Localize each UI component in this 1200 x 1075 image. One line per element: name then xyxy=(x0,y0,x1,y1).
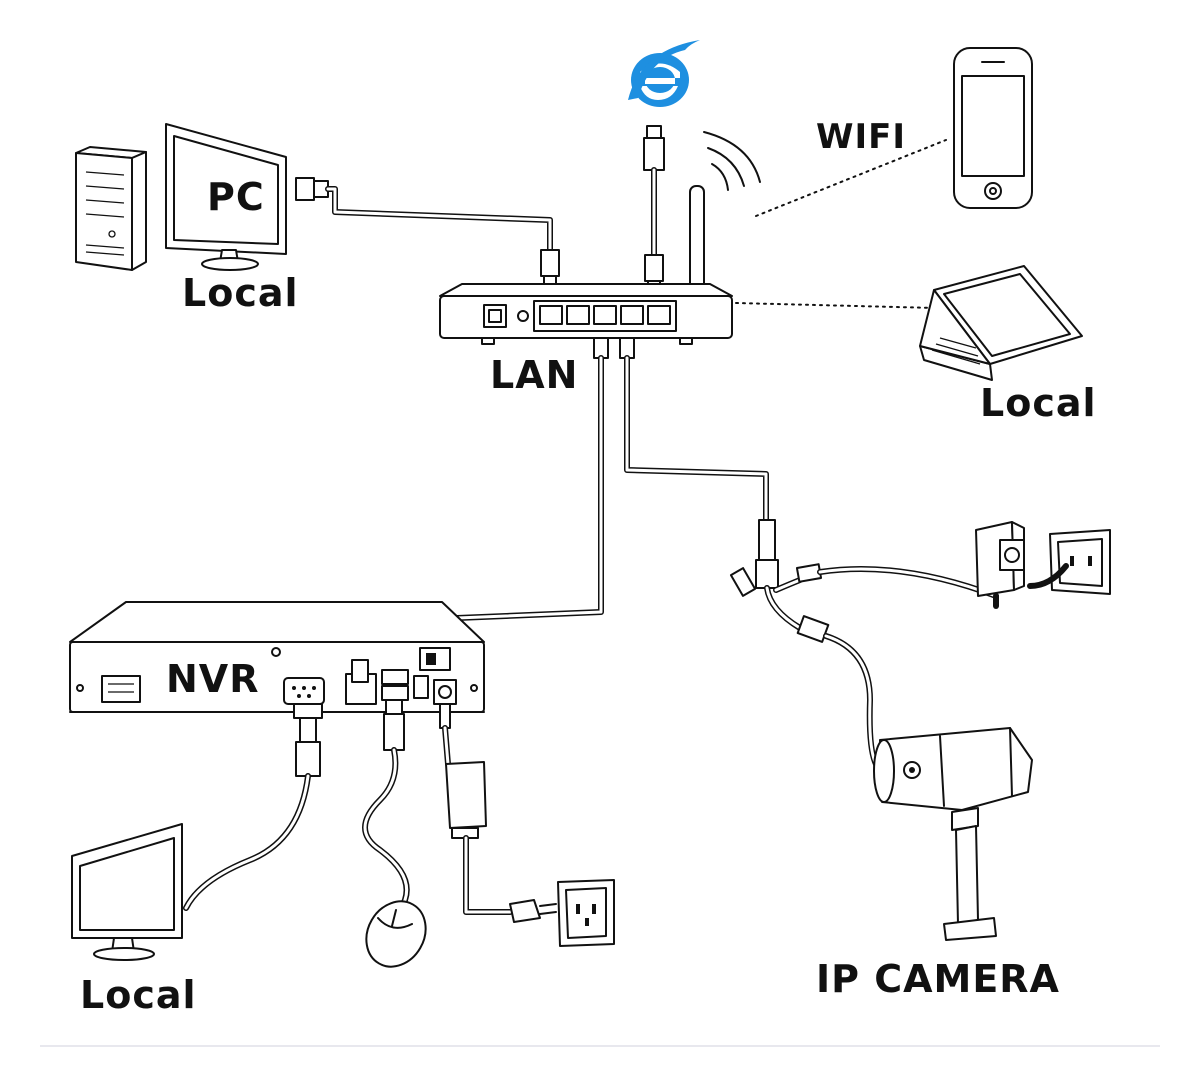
camera-pigtail-connector xyxy=(729,519,999,773)
ip-camera-label: IP CAMERA xyxy=(816,957,1060,1001)
nvr-wall-outlet-icon xyxy=(557,879,615,947)
wifi-signal-icon xyxy=(703,131,761,191)
pc-network-cable xyxy=(295,177,560,287)
local-monitor-icon xyxy=(71,823,183,961)
pc-local-label: Local xyxy=(182,271,299,315)
laptop-icon xyxy=(919,265,1083,381)
wifi-label: WIFI xyxy=(816,117,907,157)
camera-power-adapter-icon xyxy=(975,521,1025,609)
internet-explorer-icon xyxy=(628,40,700,107)
router-lan-plugs xyxy=(593,337,635,359)
router-icon xyxy=(439,185,733,345)
camera-wall-outlet-icon xyxy=(1027,529,1111,595)
usb-mouse-cable xyxy=(362,699,410,913)
mouse-icon xyxy=(365,900,427,968)
laptop-link-line xyxy=(735,302,937,309)
nvr-recorder-icon xyxy=(69,601,485,713)
bullet-camera-icon xyxy=(873,727,1033,941)
smartphone-icon xyxy=(953,47,1033,209)
pc-label: PC xyxy=(207,175,265,219)
lan-label: LAN xyxy=(490,353,579,397)
laptop-local-label: Local xyxy=(980,381,1097,425)
camera-lan-cable xyxy=(624,355,769,523)
desktop-tower-icon xyxy=(75,146,147,271)
pc-monitor-icon xyxy=(165,123,287,271)
vga-cable xyxy=(183,703,323,911)
wifi-link-line xyxy=(755,139,947,217)
internet-cable xyxy=(643,125,665,290)
nvr-power-cable xyxy=(439,703,557,923)
monitor-local-label: Local xyxy=(80,973,197,1017)
nvr-label: NVR xyxy=(166,657,260,701)
